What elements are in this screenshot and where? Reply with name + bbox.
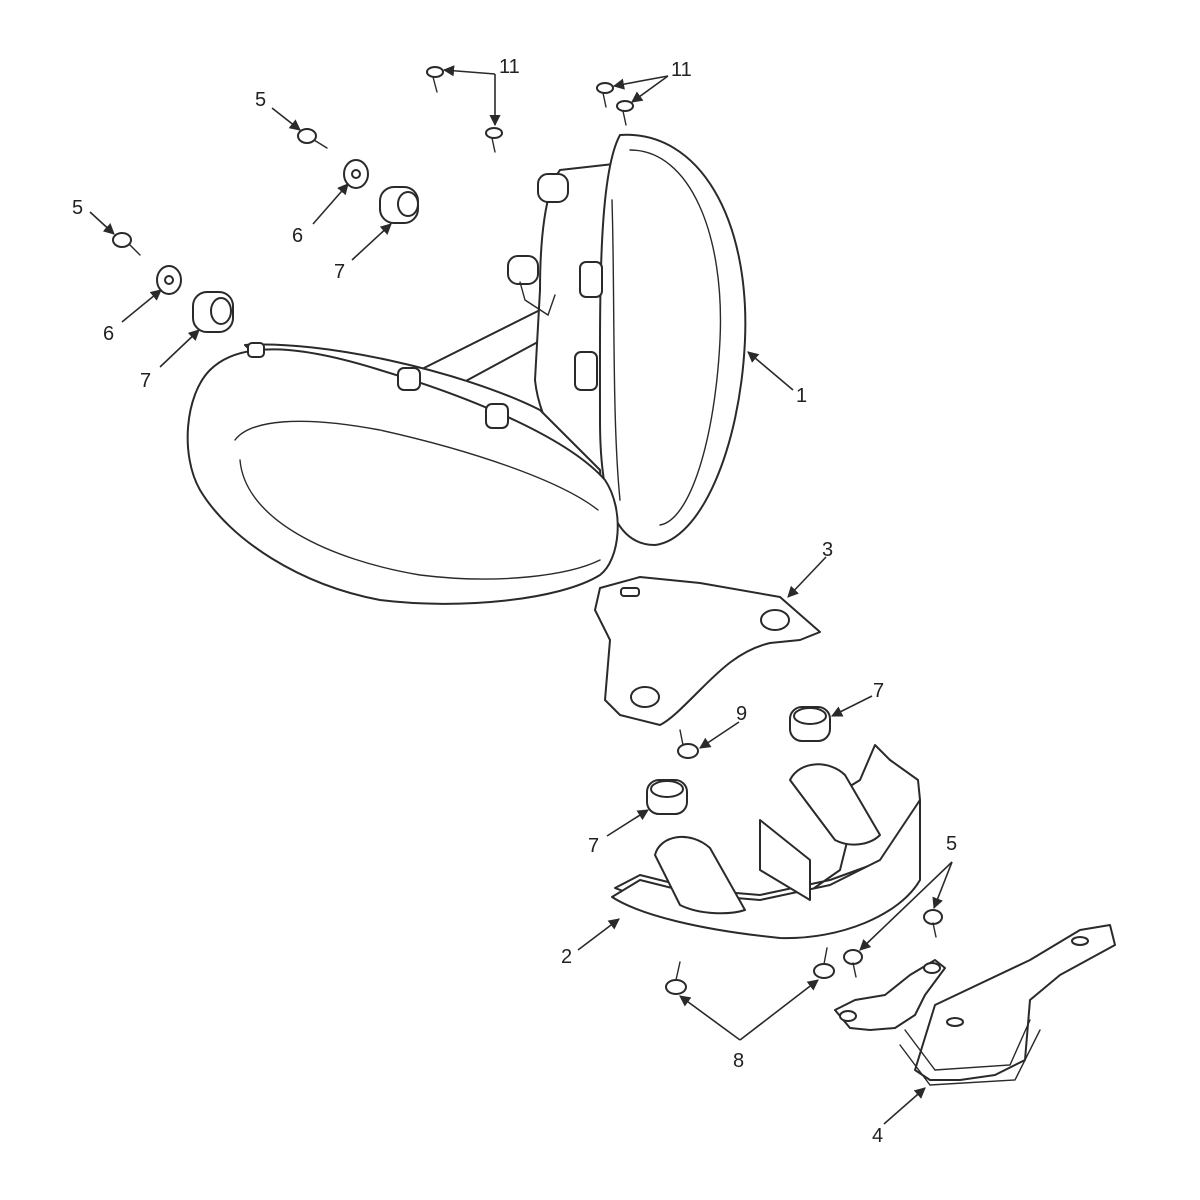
bolt-5c (923, 909, 943, 938)
screw-11c (596, 82, 614, 108)
callout-8: 8 (733, 1050, 744, 1072)
grommet-7c (789, 706, 831, 742)
grommet-7a (379, 186, 419, 224)
headlight-assembly (186, 133, 747, 605)
screw-11b (485, 127, 503, 153)
grommet-7b (192, 291, 234, 333)
callout-11-left: 11 (499, 56, 520, 78)
bolt-8b (813, 947, 835, 979)
leader-lines (89, 65, 953, 1125)
callout-6-upper: 6 (292, 225, 303, 247)
callout-5-upper: 5 (255, 89, 266, 111)
grommet-7d (646, 779, 688, 815)
callout-4: 4 (872, 1125, 883, 1147)
washer-6a (343, 159, 369, 189)
callout-7-right: 7 (873, 680, 884, 702)
callout-3: 3 (822, 539, 833, 561)
screw-11d (616, 100, 634, 126)
bolt-8a (665, 961, 687, 995)
mounting-bracket-plate (594, 576, 821, 726)
lower-wire-bracket (834, 924, 1116, 1086)
callout-11-right: 11 (671, 59, 692, 81)
callout-5-left: 5 (72, 197, 83, 219)
callout-1: 1 (796, 385, 807, 407)
bolt-9 (677, 729, 699, 759)
callout-5-lower: 5 (946, 833, 957, 855)
callout-7-lower: 7 (588, 835, 599, 857)
callout-7-upper: 7 (334, 261, 345, 283)
bolt-5d (843, 949, 863, 978)
callout-9: 9 (736, 703, 747, 725)
callout-2: 2 (561, 946, 572, 968)
callout-labels: 11 11 5 5 6 7 6 7 1 3 7 9 7 5 2 8 4 (72, 56, 957, 1147)
screw-11a (426, 66, 444, 93)
callout-6-left: 6 (103, 323, 114, 345)
bolt-5b (112, 232, 141, 256)
bolt-5a (297, 128, 328, 149)
washer-6b (156, 265, 182, 295)
lower-cowl (611, 744, 921, 940)
callout-7-left: 7 (140, 370, 151, 392)
